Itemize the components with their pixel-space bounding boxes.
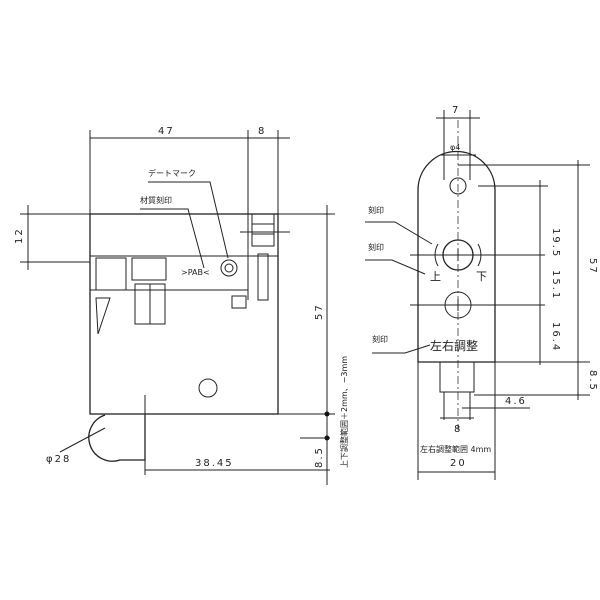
horizontal-adjust-range: 左右調整範囲 4mm: [420, 444, 491, 454]
hole: [198, 378, 218, 398]
dim-15-1: 15.1: [550, 270, 561, 300]
roller-body: [89, 213, 279, 415]
mark-down: 下: [476, 270, 487, 283]
dim-8: 8: [454, 424, 462, 435]
label-stamp-3: 刻印: [372, 334, 388, 344]
dim-19-5: 19.5: [550, 228, 561, 258]
dim-16-4: 16.4: [550, 322, 561, 352]
dim-4-6: 4.6: [505, 396, 527, 407]
flange: [251, 213, 275, 247]
adjust-screw-horizontal: [444, 291, 472, 319]
dim-top-width: 7: [452, 105, 460, 116]
dim-top: 12: [14, 227, 25, 244]
dim-axle: 38.45: [195, 458, 234, 469]
date-mark-dial: [220, 259, 238, 277]
dim-bottom: 8.5: [314, 446, 325, 468]
label-date-mark: デートマーク: [148, 168, 196, 178]
dim-flange: 8: [258, 126, 266, 137]
front-view: 上 下 左右調整 刻印 刻印 刻印 7 φ4 19.5 15.1 16.4 57…: [365, 105, 598, 480]
mark-lr-adjust: 左右調整: [430, 338, 478, 353]
dim-wheel: φ28: [46, 454, 71, 465]
dim-height: 57: [314, 303, 325, 320]
mark-up: 上: [430, 270, 441, 283]
wheel: [88, 414, 146, 462]
label-material-stamp: 材質刻印: [140, 195, 172, 205]
dim-hole: φ4: [450, 143, 460, 152]
plate: [417, 150, 496, 363]
label-stamp-2: 刻印: [368, 242, 384, 252]
stamp-text: >PAB<: [181, 268, 210, 277]
dim-width: 47: [158, 126, 175, 137]
mount-hole: [449, 177, 467, 195]
dim-height-front: 57: [587, 258, 598, 275]
label-stamp-1: 刻印: [368, 205, 384, 215]
side-view: >PAB< デートマーク 材質刻印 47 8 12 57 8.5 38.45 φ…: [14, 126, 349, 485]
dim-width-front: 20: [450, 458, 467, 469]
adjust-screw-vertical: [442, 239, 474, 271]
dim-bottom-front: 8.5: [587, 370, 598, 392]
vertical-adjust-range: 上下調整範囲＋2mm、−3mm: [339, 356, 349, 468]
axle-bracket: [439, 361, 475, 393]
